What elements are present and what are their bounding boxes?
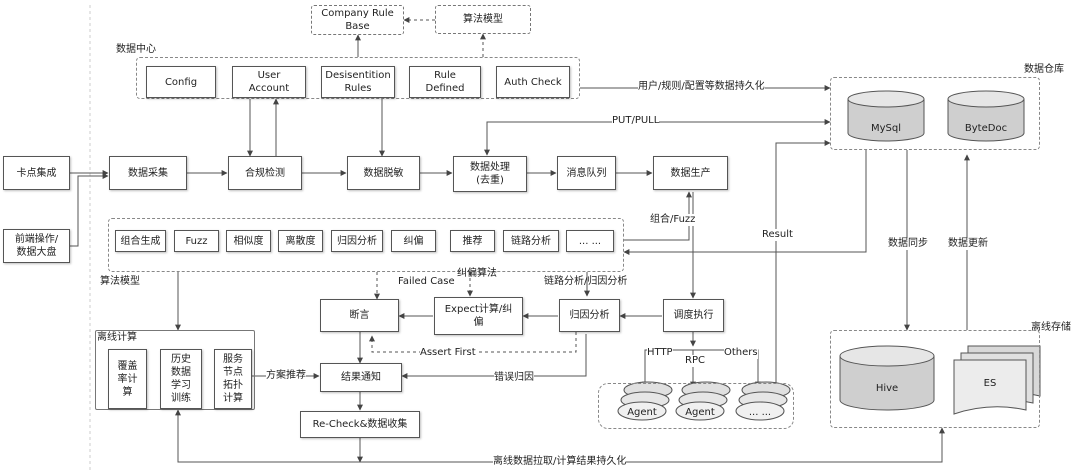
data-produce: 数据生产 xyxy=(653,156,728,190)
message-queue: 消息队列 xyxy=(557,156,616,190)
label-http: HTTP xyxy=(647,347,673,359)
dc-user-account: User Account xyxy=(232,66,306,98)
assert-box: 断言 xyxy=(320,299,399,332)
algo-dispersion: 离散度 xyxy=(278,230,323,252)
recheck-box: Re-Check&数据收集 xyxy=(300,411,420,438)
dc-auth-check: Auth Check xyxy=(496,66,570,98)
label-others: Others xyxy=(724,347,758,359)
label-correction-algo: 纠偏算法 xyxy=(457,268,497,279)
agent-group-2: Agent xyxy=(675,381,731,421)
company-rule-base: Company Rule Base xyxy=(311,5,404,35)
agent-group-1: Agent xyxy=(617,381,673,421)
algo-fuzz: Fuzz xyxy=(174,230,219,252)
es-docs: ES xyxy=(953,345,1041,415)
algo-correction: 纠偏 xyxy=(391,230,436,252)
label-put-pull: PUT/PULL xyxy=(612,115,660,127)
schedule-exec-box: 调度执行 xyxy=(663,299,724,332)
algo-similarity: 相似度 xyxy=(226,230,271,252)
es-label: ES xyxy=(984,378,997,389)
hive-label: Hive xyxy=(876,383,898,394)
offline-compute-group xyxy=(95,330,255,410)
attribution-box: 归因分析 xyxy=(559,299,620,332)
agent-label-1: Agent xyxy=(627,407,657,418)
result-notify-box: 结果通知 xyxy=(320,363,402,392)
card-integration: 卡点集成 xyxy=(3,156,70,190)
expect-correction-box: Expect计算/纠 偏 xyxy=(434,297,523,335)
dc-rule-defined: Rule Defined xyxy=(409,66,481,98)
topology-calc: 服务 节点 拓扑 计算 xyxy=(214,349,252,409)
label-assert-first: Assert First xyxy=(420,347,476,359)
algo-recommend: 推荐 xyxy=(450,230,495,252)
edge-http xyxy=(642,349,693,388)
algorithm-model-top: 算法模型 xyxy=(435,5,531,34)
mysql-db: MySql xyxy=(847,90,925,142)
algorithm-model-title: 算法模型 xyxy=(100,276,140,287)
data-process: 数据处理 (去重) xyxy=(453,156,527,192)
bytedoc-label: ByteDoc xyxy=(965,123,1007,134)
edge-warehouse-to-algos xyxy=(623,150,867,255)
offline-storage-title: 离线存储 xyxy=(1031,322,1071,333)
offline-compute-title: 离线计算 xyxy=(97,332,137,343)
mysql-label: MySql xyxy=(871,123,901,134)
data-desensitize: 数据脱敏 xyxy=(347,156,420,190)
hive-db: Hive xyxy=(839,345,935,411)
warehouse-group xyxy=(830,77,1040,150)
edge-others xyxy=(693,349,761,388)
offline-storage-group xyxy=(830,330,1040,428)
label-persist: 用户/规则/配置等数据持久化 xyxy=(638,81,765,93)
edge-frontend-to-collect xyxy=(70,173,109,247)
coverage-calc: 覆盖 率计 算 xyxy=(108,349,147,409)
agents-group xyxy=(598,383,794,429)
data-center-group xyxy=(136,57,580,99)
dc-desensitization-rules: Desisentition Rules xyxy=(321,66,395,98)
agent-label-2: Agent xyxy=(685,407,715,418)
bytedoc-db: ByteDoc xyxy=(947,90,1025,142)
frontend-ops: 前端操作/ 数据大盘 xyxy=(3,229,70,263)
edge-result xyxy=(775,140,831,383)
data-center-title: 数据中心 xyxy=(116,44,156,55)
agent-group-3: ... ... xyxy=(735,381,791,421)
agent-label-3: ... ... xyxy=(749,407,771,418)
label-data-sync: 数据同步 xyxy=(888,238,928,250)
edge-error-attr xyxy=(401,334,587,379)
algorithm-model-group xyxy=(108,218,624,272)
label-error-attr: 错误归因 xyxy=(494,372,534,384)
label-rpc: RPC xyxy=(685,355,705,367)
label-offline-pull: 离线数据拉取/计算结果持久化 xyxy=(493,456,627,468)
data-collect: 数据采集 xyxy=(109,156,187,190)
compliance-check: 合规检测 xyxy=(228,156,302,190)
dc-config: Config xyxy=(146,66,216,98)
label-link-attr: 链路分析/归因分析 xyxy=(544,276,628,287)
edge-put-pull xyxy=(484,119,831,156)
label-data-update: 数据更新 xyxy=(948,238,988,250)
edge-algos-to-produce xyxy=(624,191,692,241)
algo-attribution: 归因分析 xyxy=(331,230,383,252)
label-combo-fuzz: 组合/Fuzz xyxy=(650,214,696,226)
edge-offline-pull xyxy=(175,409,945,463)
label-scheme-recommend: 方案推荐 xyxy=(266,370,306,382)
warehouse-title: 数据仓库 xyxy=(1024,64,1064,75)
label-failed-case: Failed Case xyxy=(398,276,455,287)
history-training: 历史 数据 学习 训练 xyxy=(160,349,202,409)
label-result: Result xyxy=(762,229,793,241)
algo-more: ... ... xyxy=(566,230,614,252)
algo-link-analysis: 链路分析 xyxy=(503,230,559,252)
algo-combo-gen: 组合生成 xyxy=(115,230,166,252)
